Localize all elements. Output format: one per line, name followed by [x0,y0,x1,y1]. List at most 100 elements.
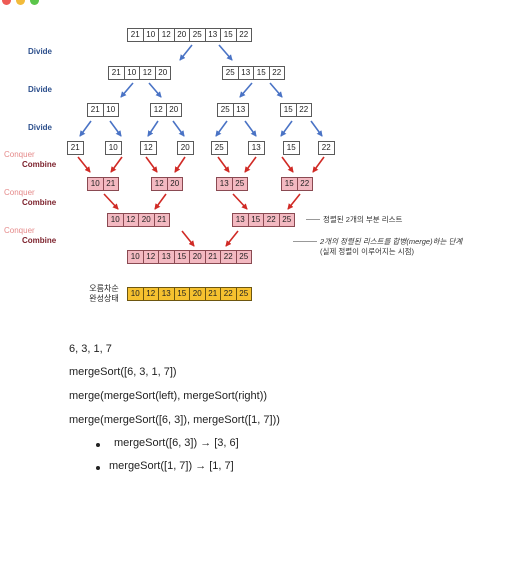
number-cell: 20 [138,213,155,227]
code-line-2: mergeSort([6, 3, 1, 7]) [69,366,177,378]
number-cell: 10 [105,141,122,155]
divide-arrow [179,44,193,61]
divide-arrow [172,120,185,137]
number-cell: 12 [150,103,167,117]
single-5: 25 [211,141,228,155]
combine-arrow [232,193,248,210]
divide-arrows [79,44,323,137]
divide-arrow [218,44,233,61]
number-cell: 22 [263,213,280,227]
divide-arrow [239,82,253,98]
combine-arrow [110,156,123,173]
divide-arrow [147,120,159,137]
combine-arrow [225,230,239,247]
number-cell: 12 [142,250,159,264]
note-connector-1 [306,219,320,220]
divide-label-1: Divide [28,47,53,56]
number-cell: 13 [232,103,249,117]
number-cell: 20 [189,287,206,301]
number-cell: 25 [211,141,228,155]
bullet-dot-1 [96,443,100,447]
close-dot[interactable] [2,0,11,5]
single-3: 12 [140,141,157,155]
combine-arrow [312,156,325,173]
number-cell: 15 [281,177,298,191]
code-bullet-1: mergeSort([6, 3]) → [3, 6] [114,437,239,449]
number-cell: 13 [237,66,254,80]
number-cell: 20 [166,177,183,191]
conquer-label-1: Conquer [4,150,35,159]
number-cell: 15 [220,28,237,42]
number-cell: 22 [220,287,237,301]
single-1: 21 [67,141,84,155]
divide-arrow [120,82,134,98]
final-label-line1: 오름차순 [89,284,119,293]
number-cell: 12 [142,287,159,301]
number-cell: 21 [153,213,170,227]
divide-label-2: Divide [28,85,53,94]
combine-arrow [154,193,167,210]
number-cell: 21 [204,287,221,301]
combine-arrow [145,156,158,173]
note-merge-step: 2개의 정렬된 리스트를 합병(merge)하는 단계 [320,237,463,246]
combine-label-1: Combine [22,160,57,169]
number-cell: 12 [122,213,139,227]
number-cell: 15 [173,250,190,264]
combine-arrow [181,230,195,247]
code-line-3: merge(mergeSort(left), mergeSort(right)) [69,390,268,402]
minimize-dot[interactable] [16,0,25,5]
divide-label-3: Divide [28,123,53,132]
number-cell: 13 [248,141,265,155]
number-cell: 20 [173,28,190,42]
number-cell: 10 [87,177,104,191]
number-cell: 10 [142,28,159,42]
single-7: 15 [283,141,300,155]
combine-label-3: Combine [22,236,57,245]
divide-arrow [244,120,257,137]
combine-arrow [287,193,301,210]
number-cell: 22 [296,177,313,191]
conquer-label-3: Conquer [4,226,35,235]
divide-arrow [109,120,122,137]
number-cell: 21 [108,66,125,80]
maximize-dot[interactable] [30,0,39,5]
combine-arrow [217,156,230,173]
combine-arrow [244,156,257,173]
number-cell: 10 [123,66,140,80]
number-cell: 20 [154,66,171,80]
final-label: 오름차순 완성상태 [84,284,124,304]
number-cell: 25 [235,250,252,264]
number-cell: 21 [204,250,221,264]
number-cell: 13 [216,177,233,191]
number-cell: 21 [127,28,144,42]
number-cell: 15 [280,103,297,117]
number-cell: 22 [220,250,237,264]
number-cell: 12 [140,141,157,155]
combine-arrow [77,156,91,173]
combine-arrow [281,156,294,173]
combine-label-2: Combine [22,198,57,207]
number-cell: 12 [158,28,175,42]
divide-arrow [310,120,323,137]
single-2: 10 [105,141,122,155]
code-bullet-2: mergeSort([1, 7]) → [1, 7] [109,460,234,472]
number-cell: 10 [127,287,144,301]
number-cell: 15 [283,141,300,155]
number-cell: 22 [318,141,335,155]
number-cell: 25 [217,103,234,117]
number-cell: 21 [102,177,119,191]
number-cell: 13 [232,213,249,227]
number-cell: 13 [158,287,175,301]
